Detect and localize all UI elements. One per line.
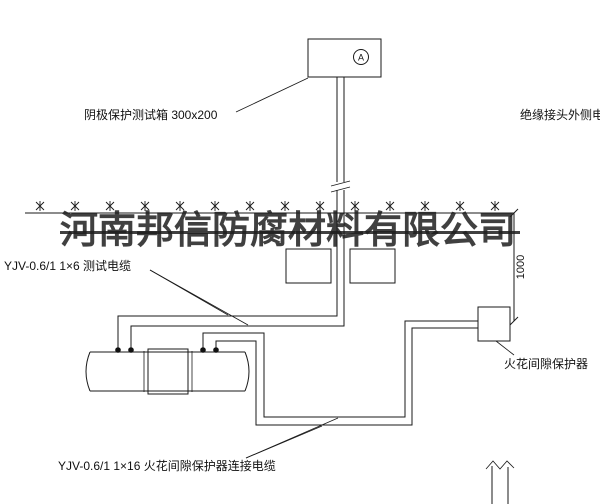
test-box — [307, 38, 382, 78]
label-spark-gap-cable: YJV-0.6/1 1×16 火花间隙保护器连接电缆 — [58, 459, 276, 473]
insulating-joint — [147, 348, 189, 395]
conduit-break-tick — [330, 180, 351, 187]
weld-point — [115, 347, 121, 353]
spark-gap-leader-line — [495, 340, 515, 356]
foundation-block-right — [349, 248, 396, 284]
pipe-end-right — [244, 351, 250, 392]
pipeline — [85, 348, 250, 395]
spark-gap-cable-line-1 — [202, 320, 478, 418]
riser-conduit — [330, 77, 351, 283]
label-test-cable: YJV-0.6/1 1×6 测试电缆 — [4, 259, 132, 273]
weld-point — [200, 347, 206, 353]
pipe-break-symbol — [485, 460, 515, 504]
label-spark-gap-protector: 火花间隙保护器 — [504, 357, 589, 371]
weld-point — [213, 347, 219, 353]
weld-point — [128, 347, 134, 353]
pipe-end-left — [85, 351, 91, 392]
dimension-tick-bottom — [509, 316, 519, 326]
label-test-box: 阴极保护测试箱 300x200 — [84, 108, 218, 122]
dimension-tick-top — [509, 208, 519, 218]
spark-cable-leader-line — [245, 417, 339, 459]
test-cable-leader-line — [149, 269, 249, 326]
foundation-block-left — [285, 248, 332, 284]
test-cable-line-2 — [130, 283, 345, 349]
test-box-leader-line — [235, 77, 309, 113]
dimension-text: 1000 — [515, 255, 527, 279]
label-insulated-joint-cable: 绝缘接头外侧电缆 — [520, 108, 600, 122]
spark-gap-protector-box — [477, 306, 511, 342]
ammeter-symbol: A — [358, 53, 364, 63]
watermark-strikethrough — [60, 231, 520, 234]
conduit-break-tick — [330, 186, 351, 193]
test-cable-line-1 — [117, 283, 338, 349]
spark-gap-cable-line-2 — [215, 327, 478, 426]
ammeter-circle — [353, 49, 369, 65]
